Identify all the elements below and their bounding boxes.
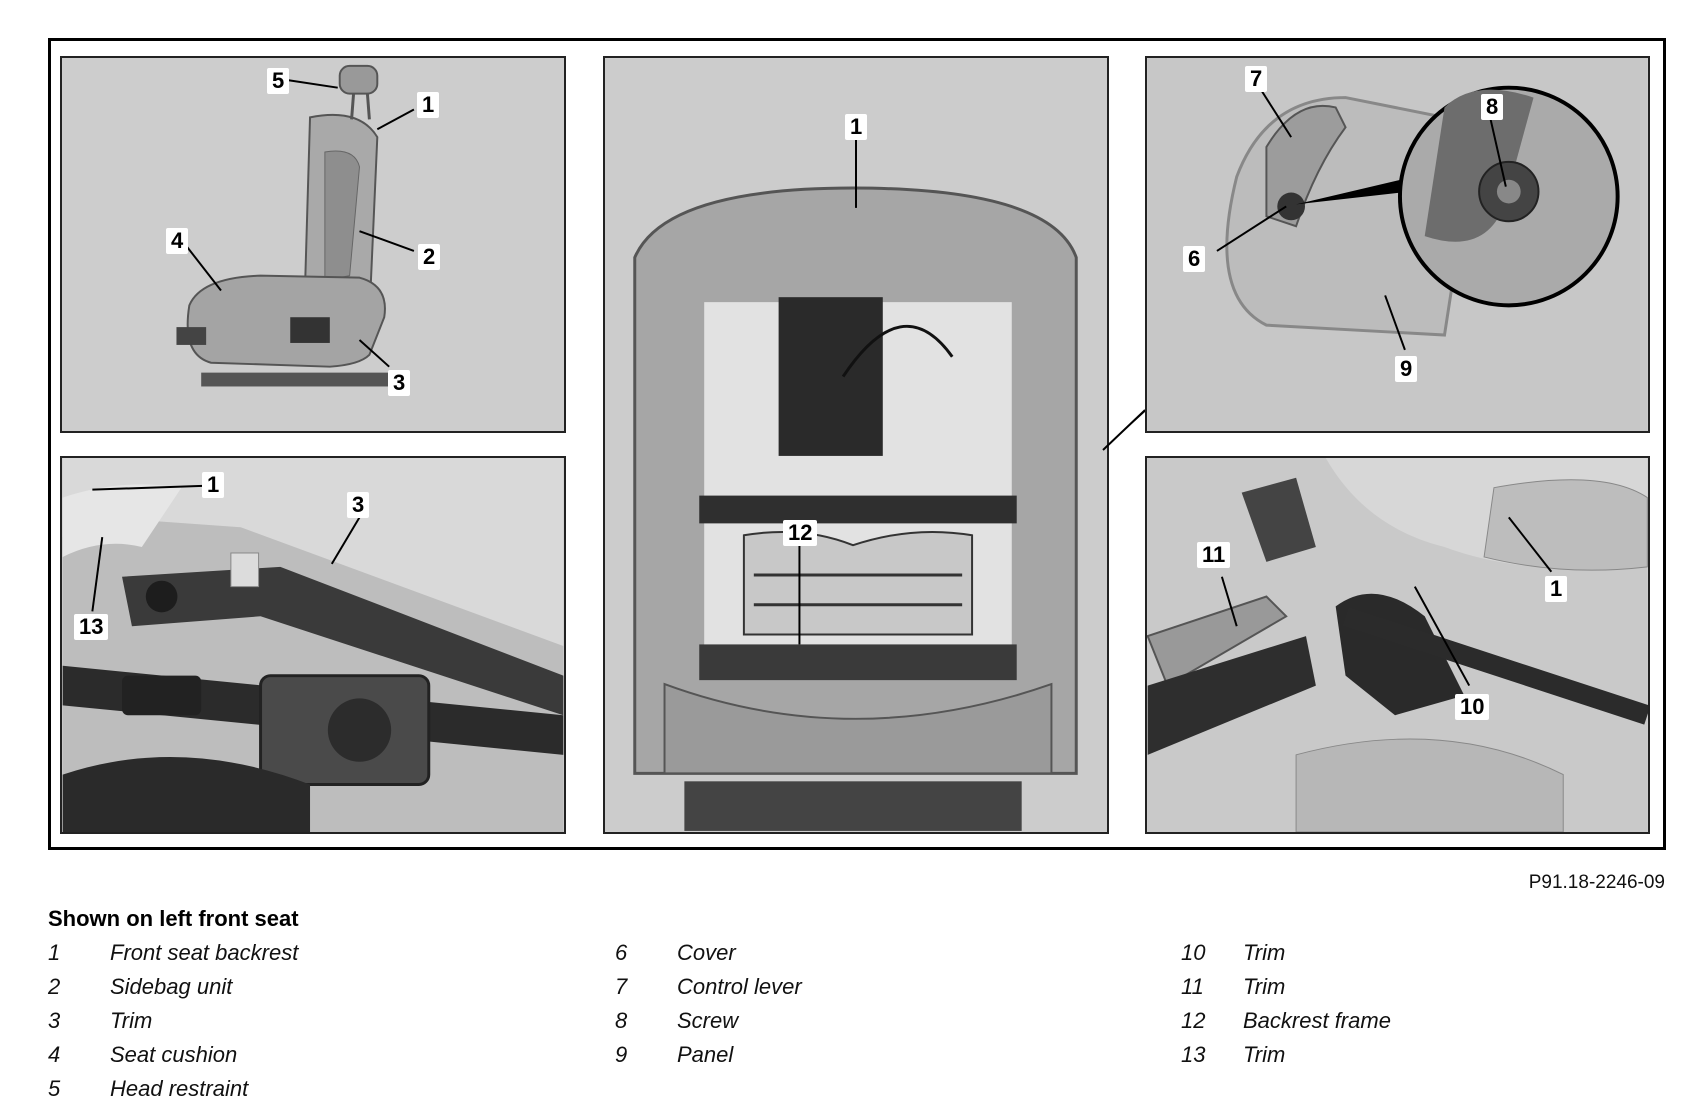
legend-item: 11 Trim: [1181, 970, 1391, 1004]
legend-column: 1 Front seat backrest 2 Sidebag unit 3 Trim…: [48, 936, 298, 1106]
legend-number: 10: [1181, 940, 1206, 965]
legend-label: Screw: [677, 1008, 739, 1033]
callout-label: 3: [388, 370, 411, 396]
legend-number: 1: [48, 940, 61, 965]
legend-label: Head restraint: [110, 1076, 249, 1101]
callout-label: 1: [202, 472, 225, 498]
lever-illustration: [1147, 58, 1648, 431]
legend-item: 10 Trim: [1181, 936, 1391, 970]
panel-backrest-frame: 1 12: [603, 56, 1109, 834]
callout-label: 12: [783, 520, 818, 546]
legend-number: 4: [48, 1042, 61, 1067]
legend-label: Seat cushion: [110, 1042, 238, 1067]
callout-label: 1: [417, 92, 440, 118]
callout-label: 13: [74, 614, 109, 640]
rail-illustration: [62, 458, 564, 832]
legend-label: Control lever: [677, 974, 802, 999]
legend-label: Trim: [1243, 1042, 1286, 1067]
legend-item: 13 Trim: [1181, 1038, 1391, 1072]
trim-illustration: [1147, 458, 1648, 832]
legend-number: 13: [1181, 1042, 1206, 1067]
legend-number: 5: [48, 1076, 61, 1101]
legend-item: 9 Panel: [615, 1038, 802, 1072]
legend-item: 1 Front seat backrest: [48, 936, 298, 970]
legend-label: Panel: [677, 1042, 734, 1067]
panel-control-lever: 7 8 6 9: [1145, 56, 1650, 433]
legend-number: 12: [1181, 1008, 1206, 1033]
legend-number: 8: [615, 1008, 628, 1033]
callout-label: 8: [1481, 94, 1504, 120]
panel-seat-rail: 1 3 13: [60, 456, 566, 834]
panel-side-trim: 11 1 10: [1145, 456, 1650, 834]
callout-label: 1: [1545, 576, 1568, 602]
backrest-illustration: [605, 59, 1107, 831]
legend-item: 2 Sidebag unit: [48, 970, 298, 1004]
legend-number: 2: [48, 974, 61, 999]
legend-item: 8 Screw: [615, 1004, 802, 1038]
legend-item: 7 Control lever: [615, 970, 802, 1004]
callout-label: 7: [1245, 66, 1268, 92]
callout-label: 11: [1197, 542, 1231, 568]
legend-label: Trim: [110, 1008, 153, 1033]
legend-column: 6 Cover 7 Control lever 8 Screw 9 Panel: [615, 936, 802, 1072]
legend-number: 7: [615, 974, 628, 999]
legend-item: 6 Cover: [615, 936, 802, 970]
legend-item: 3 Trim: [48, 1004, 298, 1038]
legend-label: Cover: [677, 940, 736, 965]
callout-label: 6: [1183, 246, 1206, 272]
callout-label: 3: [347, 492, 370, 518]
legend-item: 12 Backrest frame: [1181, 1004, 1391, 1038]
callout-label: 4: [166, 228, 189, 254]
legend-label: Trim: [1243, 974, 1286, 999]
legend-number: 11: [1181, 974, 1204, 999]
connector-wedge: [1102, 409, 1146, 451]
callout-label: 2: [418, 244, 441, 270]
legend-label: Front seat backrest: [110, 940, 299, 965]
legend-item: 5 Head restraint: [48, 1072, 298, 1106]
panel-seat-overview: 5 1 4 2 3: [60, 56, 566, 433]
legend-label: Backrest frame: [1243, 1008, 1391, 1033]
legend-label: Sidebag unit: [110, 974, 233, 999]
legend-label: Trim: [1243, 940, 1286, 965]
callout-label: 10: [1455, 694, 1490, 720]
callout-label: 9: [1395, 356, 1418, 382]
legend-item: 4 Seat cushion: [48, 1038, 298, 1072]
legend-number: 6: [615, 940, 628, 965]
callout-label: 1: [845, 114, 868, 140]
legend-number: 3: [48, 1008, 61, 1033]
callout-label: 5: [267, 68, 290, 94]
seat-illustration: [62, 58, 564, 431]
reference-code: P91.18-2246-09: [1528, 872, 1665, 893]
legend-number: 9: [615, 1042, 628, 1067]
caption-title: Shown on left front seat: [48, 906, 299, 931]
